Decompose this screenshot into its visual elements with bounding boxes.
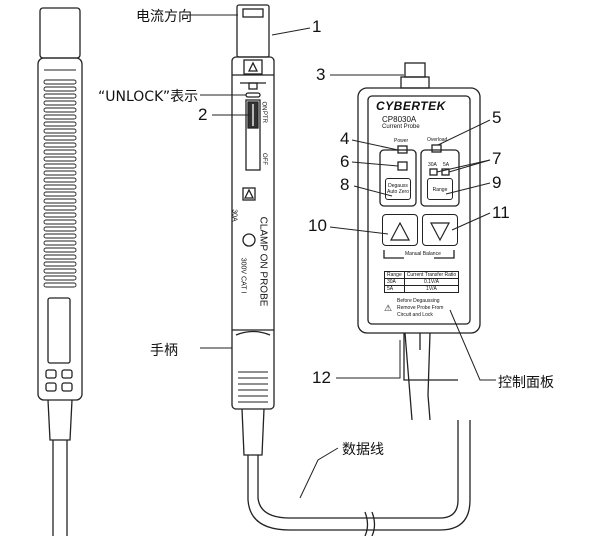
leader-lines — [188, 14, 496, 499]
callout-11: 11 — [492, 203, 510, 222]
table-row: 5A 1V/A — [384, 285, 460, 293]
warning-line: Circuit and Lock — [397, 312, 433, 318]
callout-handle: 手柄 — [150, 343, 178, 359]
grip-rib — [43, 114, 77, 120]
table-cell: 5A — [384, 285, 405, 293]
warning-line: Before Degaussing — [397, 298, 440, 304]
degauss-label: Degauss — [388, 183, 408, 189]
grip-rib — [43, 254, 77, 260]
callout-10: 10 — [308, 216, 327, 235]
grip-rib — [43, 149, 77, 155]
grip-rib — [43, 205, 77, 211]
down-triangle-icon — [430, 222, 450, 242]
callout-2: 2 — [198, 105, 208, 124]
table-header: Range — [384, 271, 405, 279]
power-label: Power — [394, 138, 409, 144]
callout-current-direction: 电流方向 — [136, 9, 192, 25]
callout-control-panel: 控制面板 — [498, 375, 554, 391]
grip-rib — [43, 268, 77, 274]
grip-rib — [43, 121, 77, 127]
brand-logo: CYBERTEK — [376, 99, 446, 113]
balance-down-button[interactable] — [422, 214, 458, 246]
range-button[interactable]: Range — [427, 178, 453, 200]
grip-rib — [43, 275, 77, 281]
balance-up-button[interactable] — [382, 214, 418, 246]
grip-rib — [43, 86, 77, 92]
callout-unlock-indicator: “UNLOCK”表示 — [98, 89, 199, 105]
transfer-ratio-table: Range Current Transfer Ratio 30A 0.1V/A … — [384, 271, 460, 293]
grip-rib — [43, 219, 77, 225]
grip-rib — [43, 261, 77, 267]
table-cell: 30A — [384, 278, 405, 286]
table-row: 30A 0.1V/A — [384, 278, 460, 286]
degauss-auto-zero-button[interactable]: Degauss Auto Zero — [385, 178, 411, 200]
model-number: CP8030A — [382, 115, 417, 124]
grip-rib — [43, 100, 77, 106]
middle-probe-front-view — [231, 4, 471, 536]
switch-label-on: ON — [260, 101, 267, 111]
warning-text: Before Degaussing Remove Probe From Circ… — [397, 298, 443, 319]
grip-rib — [43, 184, 77, 190]
probe-label: CLAMP ON PROBE — [257, 216, 269, 307]
probe-rating-current: 30A — [230, 209, 238, 222]
callout-12: 12 — [312, 368, 331, 387]
range-30a-label: 30A — [428, 162, 437, 168]
grip-rib — [43, 233, 77, 239]
grip-rib — [43, 163, 77, 169]
callout-4: 4 — [340, 129, 350, 148]
callout-3: 3 — [316, 65, 326, 84]
grip-rib — [43, 191, 77, 197]
grip-rib — [43, 156, 77, 162]
grip-rib — [43, 282, 77, 288]
table-cell: 0.1V/A — [403, 278, 460, 286]
grip-rib — [43, 107, 77, 113]
grip-rib — [43, 79, 77, 85]
bnc-connector — [400, 62, 430, 89]
callout-9: 9 — [492, 173, 502, 192]
callout-1: 1 — [312, 17, 322, 36]
range-5a-label: 5A — [443, 162, 450, 168]
switch-label-ptr: PTR — [261, 111, 267, 123]
warning-icon: ⚠ — [384, 304, 393, 314]
grip-rib — [43, 247, 77, 253]
callout-data-cable: 数据线 — [342, 442, 384, 458]
table-header: Current Transfer Ratio — [403, 271, 460, 279]
left-probe-side-view — [37, 7, 83, 536]
range-button-label: Range — [432, 187, 448, 193]
grip-rib — [43, 128, 77, 134]
probe-rating-voltage: 300V CAT I — [239, 257, 247, 294]
grip-rib — [43, 198, 77, 204]
grip-rib — [43, 170, 77, 176]
grip-rib — [43, 93, 77, 99]
grip-rib — [43, 135, 77, 141]
table-cell: 1V/A — [403, 285, 460, 293]
overload-label: Overload — [427, 137, 448, 143]
callout-8: 8 — [340, 175, 350, 194]
manual-balance-label: Manual Balance — [404, 251, 442, 257]
callout-6: 6 — [340, 152, 350, 171]
control-box-outline — [357, 87, 481, 421]
switch-label-off: OFF — [261, 153, 267, 165]
callout-5: 5 — [492, 108, 502, 127]
warning-line: Remove Probe From — [397, 305, 444, 311]
model-subtitle: Current Probe — [382, 124, 420, 130]
callout-7: 7 — [492, 149, 502, 168]
grip-rib — [43, 142, 77, 148]
grip-rib — [43, 226, 77, 232]
up-triangle-icon — [390, 221, 410, 241]
table-header-row: Range Current Transfer Ratio — [384, 271, 460, 279]
grip-rib — [43, 240, 77, 246]
grip-rib — [43, 177, 77, 183]
auto-zero-label: Auto Zero — [387, 189, 409, 195]
grip-rib — [43, 212, 77, 218]
